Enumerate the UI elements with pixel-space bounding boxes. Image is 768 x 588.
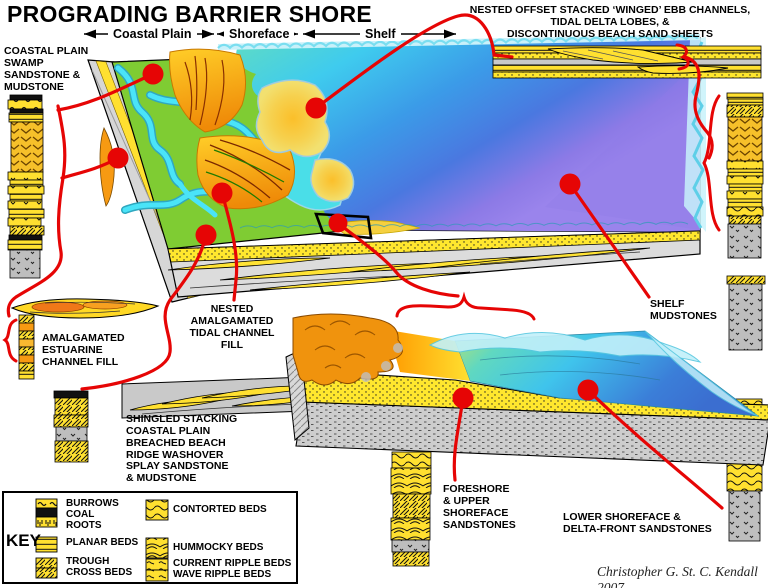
label-lower-shoreface: LOWER SHOREFACE & DELTA-FRONT SANDSTONES <box>563 511 712 535</box>
zone-label-shoreface: Shoreface <box>224 27 295 41</box>
key-label-trough-cross-beds: TROUGH CROSS BEDS <box>66 556 133 578</box>
key-label-ripple-beds: CURRENT RIPPLE BEDS WAVE RIPPLE BEDS <box>173 558 292 580</box>
trough-cross-beds-swatch <box>35 557 58 579</box>
sea-back-edge-waves <box>217 34 699 50</box>
attribution-credit: Christopher G. St. C. Kendall 2007 <box>597 564 758 588</box>
key-label-contorted-beds: CONTORTED BEDS <box>173 504 267 515</box>
key-label-hummocky-beds: HUMMOCKY BEDS <box>173 542 264 553</box>
estuarine-strat-column <box>18 314 35 380</box>
estuarine-channel-lens <box>10 298 160 319</box>
zone-label-shelf: Shelf <box>360 27 401 41</box>
current-wave-ripple-swatch <box>145 558 169 582</box>
inset-box-outline <box>314 212 373 240</box>
label-amalgamated-estuarine: AMALGAMATED ESTUARINE CHANNEL FILL <box>42 332 125 368</box>
label-nested-tidal: NESTED AMALGAMATED TIDAL CHANNEL FILL <box>189 303 275 351</box>
zone-label-coastal-plain: Coastal Plain <box>108 27 197 41</box>
contorted-beds-swatch <box>145 499 169 521</box>
dune-field <box>292 313 403 386</box>
red-marker-dots <box>107 63 599 409</box>
label-foreshore: FORESHORE & UPPER SHOREFACE SANDSTONES <box>443 483 516 531</box>
hummocky-beds-swatch <box>145 537 169 559</box>
figure-title: PROGRADING BARRIER SHORE <box>7 1 373 27</box>
ebb-channel-strip-section <box>492 45 762 79</box>
key-box <box>2 491 298 584</box>
swamp-strat-column <box>7 94 45 279</box>
shelf-mudstone-column <box>726 275 766 351</box>
washover-strat-column <box>53 390 89 463</box>
main-block-front-face <box>167 230 701 298</box>
planar-beds-swatch <box>35 536 58 553</box>
deep-shelf-purple <box>545 60 700 230</box>
label-coastal-plain-swamp: COASTAL PLAIN SWAMP SANDSTONE & MUDSTONE <box>4 45 89 93</box>
wave-base-line <box>239 221 689 229</box>
foreshore-strat-column <box>390 451 432 567</box>
red-leader-lines <box>2 13 724 510</box>
shoreface-block-diagram <box>285 313 768 466</box>
key-heading: KEY <box>6 531 41 550</box>
upper-delta-fan <box>169 48 246 133</box>
label-shingled-stacking: SHINGLED STACKING COASTAL PLAIN BREACHED… <box>126 413 238 485</box>
label-shelf-mudstones: SHELF MUDSTONES <box>650 298 717 322</box>
lower-water-flowlines <box>479 355 661 381</box>
main-block-diagram <box>87 34 706 303</box>
label-nested-offset: NESTED OFFSET STACKED ‘WINGED’ EBB CHANN… <box>469 4 751 40</box>
key-label-planar-beds: PLANAR BEDS <box>66 537 139 548</box>
lower-wave-froth <box>428 330 759 417</box>
key-label-burrows-coal-roots: BURROWS COAL ROOTS <box>66 498 119 531</box>
barrier-strat-column <box>726 92 764 259</box>
burrows-coal-roots-swatch <box>35 498 58 528</box>
